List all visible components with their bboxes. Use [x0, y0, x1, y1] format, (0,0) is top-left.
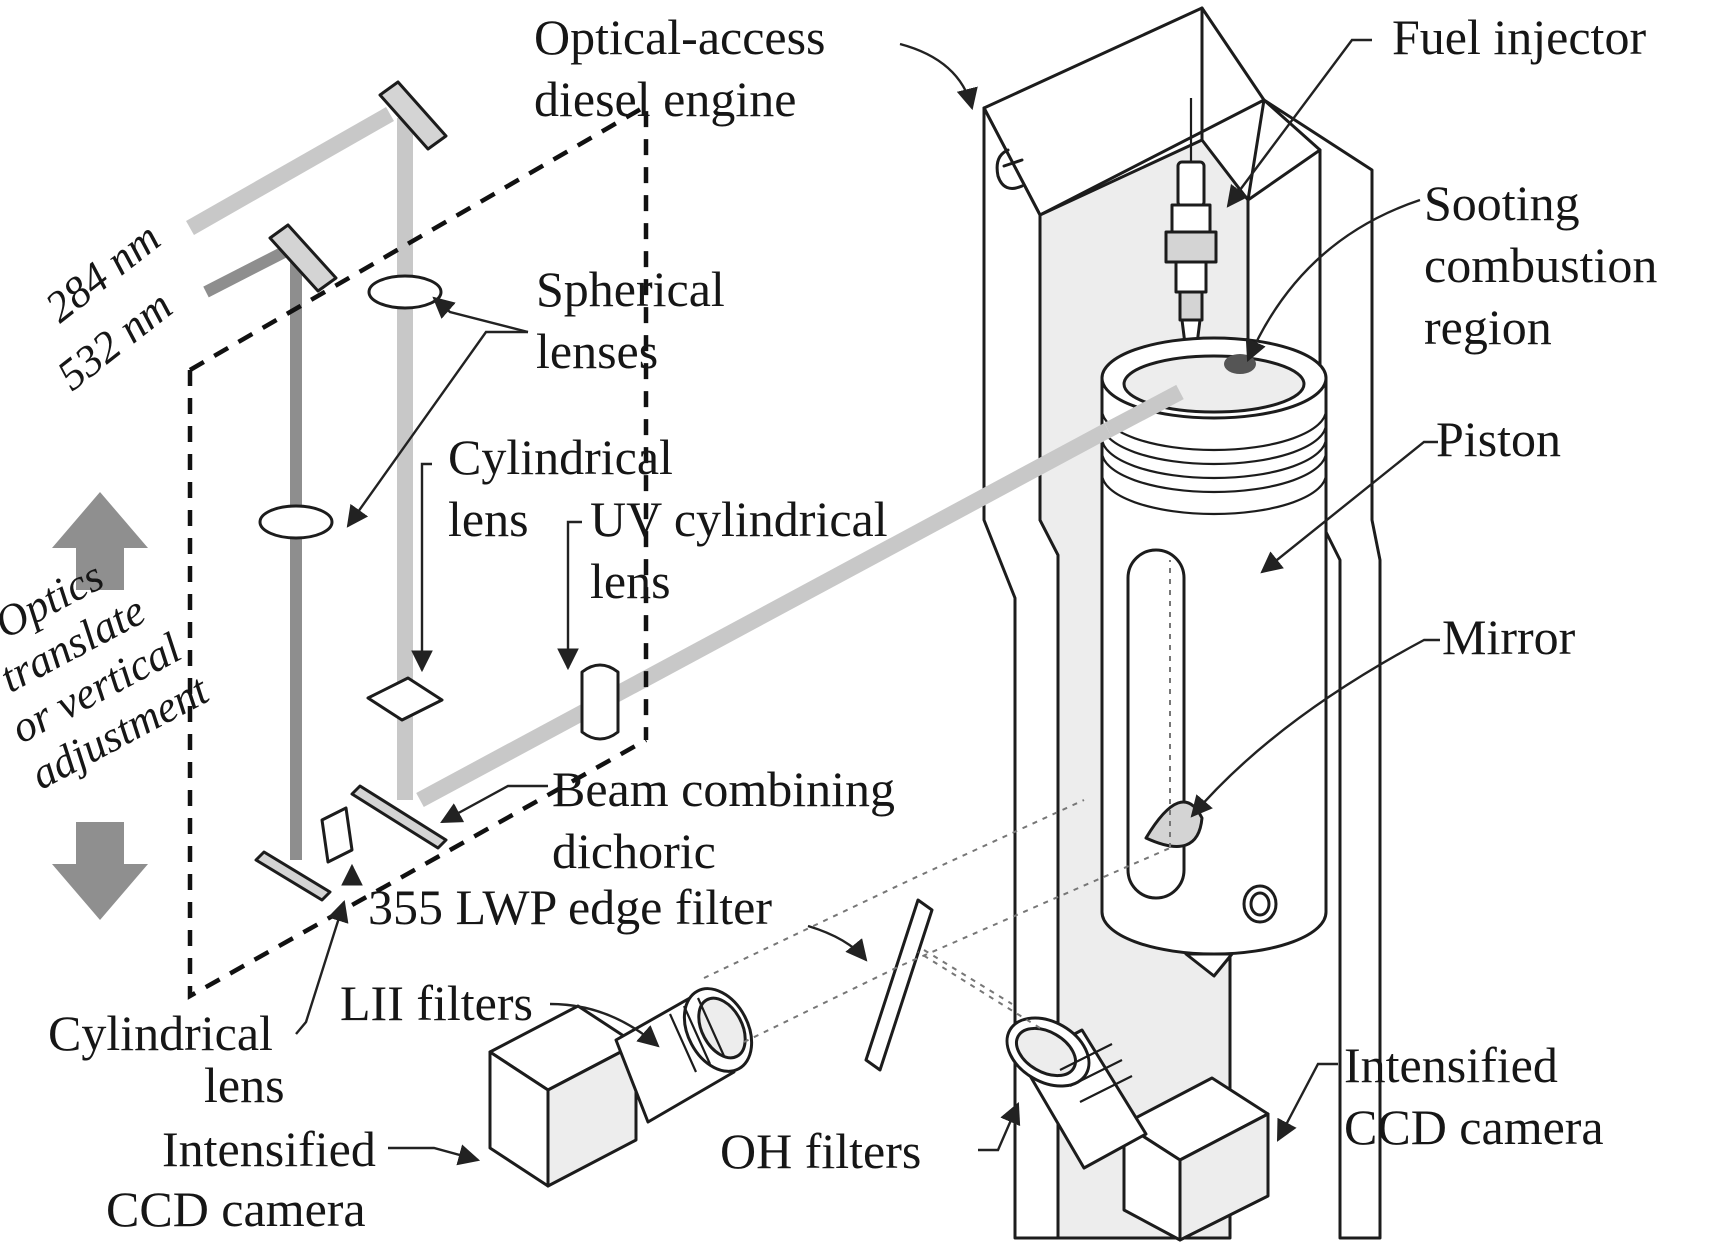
leader-spherical-lower [346, 330, 528, 528]
frame-bottom [187, 370, 648, 1000]
piston [1100, 336, 1328, 978]
leader-uv-cylindrical [557, 520, 582, 671]
camera-left-lens-glass [697, 996, 747, 1060]
camera-left-side [546, 1042, 638, 1188]
camera-right-lens-glass [1015, 1026, 1077, 1078]
beam-532-incoming [203, 244, 291, 298]
optics-components [254, 80, 620, 902]
label-sooting-line2: combustion [1424, 237, 1657, 293]
engine-edge [1246, 148, 1322, 202]
cylindrical-lens-bottom [254, 850, 332, 902]
label-lii-filters: LII filters [340, 975, 533, 1031]
label-mirror: Mirror [1442, 609, 1576, 665]
spherical-lens-upper [367, 274, 443, 310]
injector-nut [1164, 230, 1218, 264]
camera-right-side [1178, 1112, 1270, 1242]
lwp-edge-filter [320, 806, 354, 864]
label-engine-line1: Optical-access [534, 9, 826, 65]
beam-combining-dichroic [350, 784, 448, 850]
label-camera-right-line1: Intensified [1344, 1037, 1558, 1093]
collection-path-upper [703, 799, 1085, 979]
arrow-down-icon [52, 822, 148, 920]
housing-logo-icon [995, 148, 1024, 190]
frame-top [188, 102, 649, 740]
camera-right-filter-rings [1059, 1043, 1133, 1103]
label-cylindrical-bottom-line2: lens [204, 1057, 285, 1113]
label-camera-left-line2: CCD camera [106, 1181, 366, 1237]
piston-ring [1100, 473, 1328, 516]
label-edge-filter: 355 LWP edge filter [368, 879, 772, 935]
injector-cap [1176, 160, 1206, 208]
leader-piston [1260, 440, 1438, 574]
injector-collar [1178, 290, 1204, 322]
label-beam-combining-line2: dichoric [552, 823, 716, 879]
leader-cylindrical-bottom [295, 899, 349, 1035]
label-sooting-line1: Sooting [1424, 175, 1580, 231]
leader-lines [295, 38, 1440, 1166]
camera-right [1005, 1016, 1270, 1242]
engine-housing-right [1262, 98, 1382, 1240]
arrow-up-icon [52, 492, 148, 590]
leader-mirror [1190, 638, 1440, 818]
beam-into-cylinder [1104, 384, 1184, 438]
label-piston: Piston [1436, 411, 1561, 467]
beam-combined-sheet [416, 422, 1112, 808]
label-camera-right-line2: CCD camera [1344, 1099, 1604, 1155]
collection-path-oh-b [923, 949, 1013, 1005]
piston-port-inner [1249, 891, 1271, 917]
leader-lii [549, 1002, 660, 1048]
label-cylindrical-top-line1: Cylindrical [448, 429, 673, 485]
beam-284-incoming [186, 107, 394, 235]
fuel-injector [1164, 98, 1218, 370]
injector-body [1170, 203, 1212, 235]
label-camera-left-line1: Intensified [162, 1121, 376, 1177]
turning-mirror-532 [268, 223, 338, 293]
collection-path-oh [917, 951, 1041, 1029]
label-engine-line2: diesel engine [534, 71, 796, 127]
label-oh-filters: OH filters [720, 1123, 921, 1179]
piston-ring [1100, 451, 1328, 494]
translation-frame [187, 102, 649, 1000]
uv-cylindrical-lens [580, 663, 620, 741]
camera-left-filter-rings [668, 997, 726, 1073]
leader-beam-combining [440, 784, 548, 824]
leader-injector [1226, 38, 1372, 208]
label-uv-cylindrical-line1: UV cylindrical [590, 491, 888, 547]
injector-stem [1174, 260, 1208, 294]
camera-beam-splitter [864, 898, 934, 1072]
optics-translate-arrows [52, 492, 148, 920]
label-uv-cylindrical-line2: lens [590, 553, 671, 609]
leader-spherical-upper [432, 296, 529, 334]
piston-ring [1100, 437, 1328, 480]
leader-oh [978, 1102, 1021, 1152]
label-beam-combining-line1: Beam combining [552, 761, 895, 817]
piston-base [1184, 952, 1234, 978]
leader-cylindrical-top [411, 462, 433, 673]
label-fuel-injector: Fuel injector [1392, 9, 1646, 65]
camera-left [488, 987, 754, 1188]
leader-engine [899, 42, 978, 111]
label-spherical-line2: lenses [536, 323, 658, 379]
collection-path-lii [743, 847, 1171, 1043]
cylindrical-lens-top [366, 676, 444, 722]
label-spherical-line1: Spherical [536, 261, 725, 317]
label-cylindrical-bottom-line1: Cylindrical [48, 1005, 273, 1061]
turning-mirror-top [378, 80, 448, 151]
leader-splitter [807, 924, 868, 962]
piston-ring [1100, 423, 1328, 466]
piston-mirror [1144, 800, 1204, 848]
leader-sooting [1245, 198, 1421, 362]
sooting-region-marker [1224, 354, 1256, 374]
label-cylindrical-top-line2: lens [448, 491, 529, 547]
leader-camera-right [1276, 1062, 1338, 1142]
spherical-lens-lower [258, 504, 334, 540]
label-sooting-line3: region [1424, 299, 1552, 355]
collection-paths [703, 560, 1171, 1043]
leader-camera-left [388, 1144, 481, 1166]
engine-edge [1246, 98, 1266, 202]
